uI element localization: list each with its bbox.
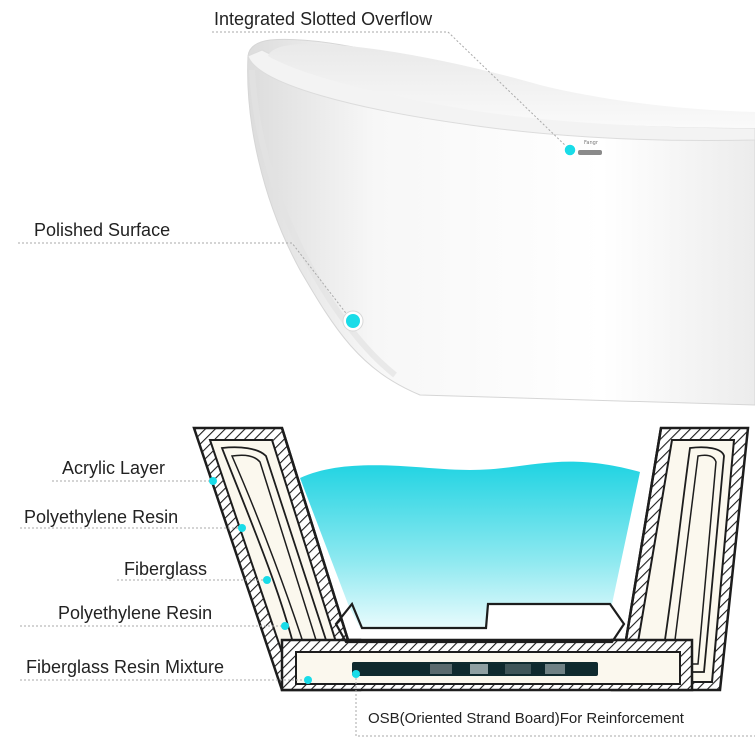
cross-section xyxy=(192,426,750,692)
label-osb: OSB(Oriented Strand Board)For Reinforcem… xyxy=(368,710,684,727)
water xyxy=(300,461,640,628)
overflow-marker xyxy=(563,143,577,157)
osb-leader xyxy=(355,674,755,737)
tub-shadow-edge xyxy=(249,69,397,378)
poly1-marker xyxy=(238,524,246,532)
label-polyethylene-resin-1: Polyethylene Resin xyxy=(24,507,179,527)
surface-marker xyxy=(346,314,360,328)
overflow-leader xyxy=(212,31,571,151)
tub-inner-basin xyxy=(268,43,755,128)
inner-floor xyxy=(334,601,626,644)
label-polished-surface: Polished Surface xyxy=(34,220,171,240)
overflow-slot xyxy=(578,150,602,155)
label-fiberglass: Fiberglass xyxy=(124,559,208,579)
mixture-marker xyxy=(304,676,312,684)
poly2-marker xyxy=(281,622,289,630)
bathtub-image: Fangr xyxy=(247,38,755,406)
label-polyethylene-resin-2: Polyethylene Resin xyxy=(58,603,213,623)
surface-leader xyxy=(18,242,353,322)
fiberglass-marker xyxy=(263,576,271,584)
acrylic-marker xyxy=(209,477,217,485)
overflow-logo: Fangr xyxy=(584,140,599,146)
inner-left-side xyxy=(280,427,350,641)
osb-marker xyxy=(352,670,360,678)
label-acrylic-layer: Acrylic Layer xyxy=(62,458,166,478)
inner-right-side xyxy=(624,427,663,641)
label-overflow: Integrated Slotted Overflow xyxy=(214,9,433,29)
label-fiberglass-resin-mixture: Fiberglass Resin Mixture xyxy=(26,657,225,677)
